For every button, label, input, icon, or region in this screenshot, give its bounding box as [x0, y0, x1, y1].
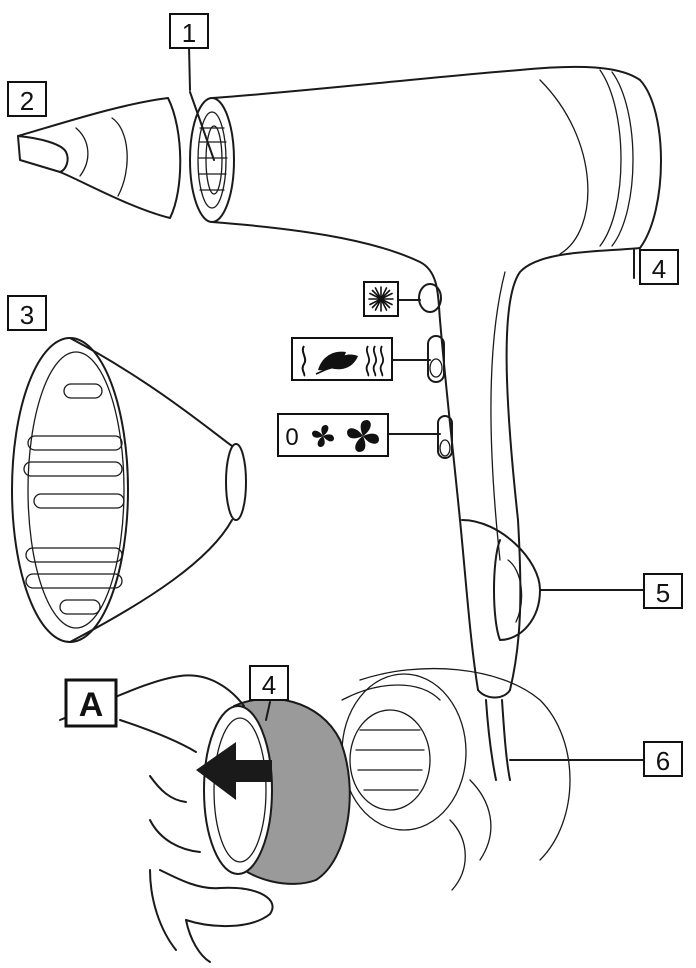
- step-a-label: A: [79, 686, 104, 724]
- callout-1: 1: [170, 14, 208, 48]
- callout-1-label: 1: [182, 18, 196, 48]
- power-cord: [486, 700, 496, 780]
- step-a-badge: A: [66, 680, 116, 726]
- callout-4: 4: [640, 250, 678, 284]
- hanging-loop: [462, 520, 540, 640]
- callout-4-label: 4: [652, 254, 666, 284]
- diffuser: [12, 338, 246, 642]
- fan-speed-box: 0: [278, 414, 388, 456]
- callout-2: 2: [8, 82, 46, 116]
- callout-3-label: 3: [20, 300, 34, 330]
- cold-shot-box: [364, 282, 398, 316]
- callout-5-label: 5: [656, 578, 670, 608]
- callout-2-label: 2: [20, 86, 34, 116]
- heat-setting-box: [292, 338, 392, 380]
- fan-speed-zero-label: 0: [285, 424, 298, 451]
- callout-6-label: 6: [656, 746, 670, 776]
- callout-4-detail: 4: [250, 666, 288, 700]
- leader-lines: [189, 46, 644, 760]
- callout-5: 5: [644, 574, 682, 608]
- step-a-illustration: [60, 669, 570, 962]
- cold-shot-snowflake-icon: [369, 287, 393, 311]
- dryer-front-outlet: [190, 98, 234, 222]
- callout-3: 3: [8, 296, 46, 330]
- callout-6: 6: [644, 742, 682, 776]
- callout-4-detail-label: 4: [262, 670, 276, 700]
